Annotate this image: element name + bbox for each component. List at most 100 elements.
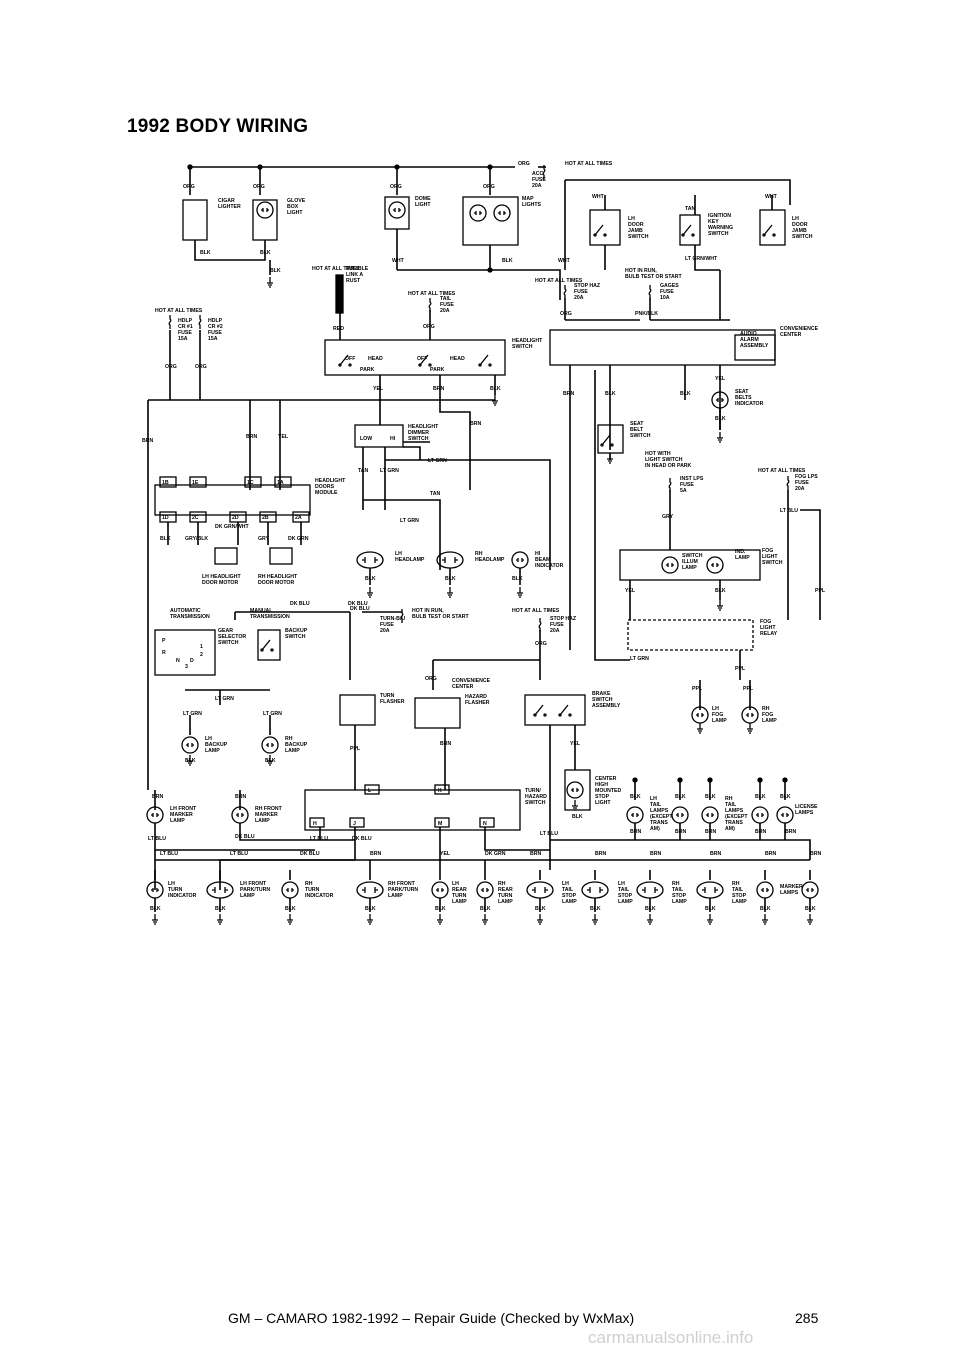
lh-rear-turn-lamp-filament: [436, 888, 444, 892]
hot-with-light-label: HOT WITH: [645, 451, 671, 457]
page-number: 285: [795, 1310, 819, 1326]
splice-dot: [487, 267, 493, 273]
hl-switch-contacts-3: [478, 354, 492, 367]
lh-tail-lamps-label: LH: [650, 796, 657, 802]
fuse-symbol: [563, 285, 567, 299]
lh-tail-lamps-label: AM): [650, 826, 660, 832]
tail-lamp: [701, 806, 719, 824]
seat-belts-indicator-lamp: [711, 391, 729, 409]
gear-selector-label: SELECTOR: [218, 634, 246, 640]
rh-headlamp-filament: [442, 557, 458, 563]
convenience-center-label: CENTER: [780, 332, 802, 338]
fusible-link-label: LINK A: [346, 272, 363, 278]
module-pin: [189, 511, 207, 523]
wire-label: BRN: [810, 851, 821, 857]
headlight-switch-label: SWITCH: [512, 344, 533, 350]
fuse-symbol: [542, 165, 546, 179]
lh-front-marker-label: LAMP: [170, 818, 185, 824]
wire-label: GRY: [258, 536, 270, 542]
switch-pin: [309, 817, 325, 828]
chmsl-lamp-filament: [571, 788, 579, 792]
rh-fog-label: LAMP: [762, 718, 777, 724]
tail-lamp-filament: [631, 813, 639, 817]
gages-fuse-label: FUSE: [660, 289, 674, 295]
lh-front-marker-lamp-filament: [151, 813, 159, 817]
wire-label: LOW: [360, 436, 372, 442]
rh-door-jamb-label: JAMB: [792, 228, 807, 234]
lh-hd-motor-label: LH HEADLIGHT: [202, 574, 241, 580]
rh-fog-lamp-filament: [746, 713, 754, 717]
rh-headlamp: [436, 551, 464, 569]
ground-symbol: [367, 587, 373, 598]
backup-switch-label: SWITCH: [285, 634, 306, 640]
wire-label: ORG: [390, 184, 402, 190]
lh-rear-turn-lamp: [431, 881, 449, 899]
lh-headlight-door-motor: [214, 547, 238, 565]
lh-rear-turn-label: TURN: [452, 893, 467, 899]
headlight-dimmer-switch: [354, 424, 404, 448]
switch-illum-label: SWITCH: [682, 553, 703, 559]
audio-alarm-label: AUDIO: [740, 331, 757, 337]
wire-label: LT GRN: [215, 696, 234, 702]
lh-front-park-label: PARK/TURN: [240, 887, 270, 893]
hot-in-run-gages-label: HOT IN RUN,: [625, 268, 657, 274]
fuse-symbol: [786, 476, 790, 490]
wire-label: ORG: [560, 311, 572, 317]
wire-label: LT BLU: [540, 831, 558, 837]
seat-belts-indicator-label: INDICATOR: [735, 401, 764, 407]
gages-fuse-label: GAGES: [660, 283, 679, 289]
license-lamps-label: LAMPS: [795, 810, 814, 816]
splice-dot: [257, 164, 263, 170]
lh-door-jamb-contacts: [593, 224, 607, 237]
page-footer: GM – CAMARO 1982-1992 – Repair Guide (Ch…: [0, 1310, 960, 1330]
headlight-module-label: DOORS: [315, 484, 335, 490]
wire: [385, 459, 551, 570]
lh-tail-stop-label: STOP: [618, 893, 633, 899]
rh-front-park-label: PARK/TURN: [388, 887, 418, 893]
wire-label: LT GRN/WHT: [685, 256, 718, 262]
hi-beam-lamp: [511, 551, 529, 569]
backup-switch-contacts: [260, 639, 274, 652]
wire-label: LT GRN: [263, 711, 282, 717]
rh-front-park-lamp: [356, 881, 384, 899]
rh-tail-stop-label: LAMP: [672, 899, 687, 905]
rh-tail-stop-lamp: [636, 881, 664, 899]
stop-haz-fuse-2-label: FUSE: [550, 622, 564, 628]
marker-lamp-left-filament: [761, 888, 769, 892]
wire: [169, 330, 201, 400]
wire-label: HEAD: [368, 356, 383, 362]
lh-stop-label: STOP: [562, 893, 577, 899]
rh-tail-stop-label: RH: [672, 881, 680, 887]
gages-fuse-label: 10A: [660, 295, 670, 301]
marker-lamp-right-filament: [806, 888, 814, 892]
ground-symbol: [447, 587, 453, 598]
wire-label: WHT: [392, 258, 405, 264]
hl-switch-contacts-1: [338, 354, 352, 367]
module-pin-label: 1C: [247, 480, 254, 486]
wire-label: ORG: [195, 364, 207, 370]
wire: [699, 650, 751, 710]
brake-switch-contacts-1: [533, 704, 547, 717]
fog-light-relay: [627, 619, 754, 651]
dome-lamp: [388, 201, 406, 219]
ind-lamp: [706, 556, 724, 574]
wire-label: YEL: [715, 376, 726, 382]
fuse-symbol: [428, 298, 432, 312]
manual-trans-label: MANUAL: [250, 608, 273, 614]
rh-tail-lamps-label: LAMPS: [725, 808, 744, 814]
wire-label: PPL: [350, 746, 361, 752]
module-pin: [292, 511, 310, 523]
ground-symbol: [187, 755, 193, 766]
hi-beam-label: BEAM: [535, 557, 550, 563]
ind-lamp-label: IND.: [735, 549, 746, 555]
wire-label: YEL: [570, 741, 581, 747]
ground-symbol: [807, 914, 813, 925]
wire-label: BRN: [152, 794, 163, 800]
rh-backup-label: LAMP: [285, 748, 300, 754]
hi-beam-label: HI: [535, 551, 541, 557]
seat-belts-indicator-label: BELTS: [735, 395, 752, 401]
wire-lines: [147, 166, 821, 912]
rh-front-park-label: LAMP: [388, 893, 403, 899]
module-pin-label: 2D: [232, 515, 239, 521]
